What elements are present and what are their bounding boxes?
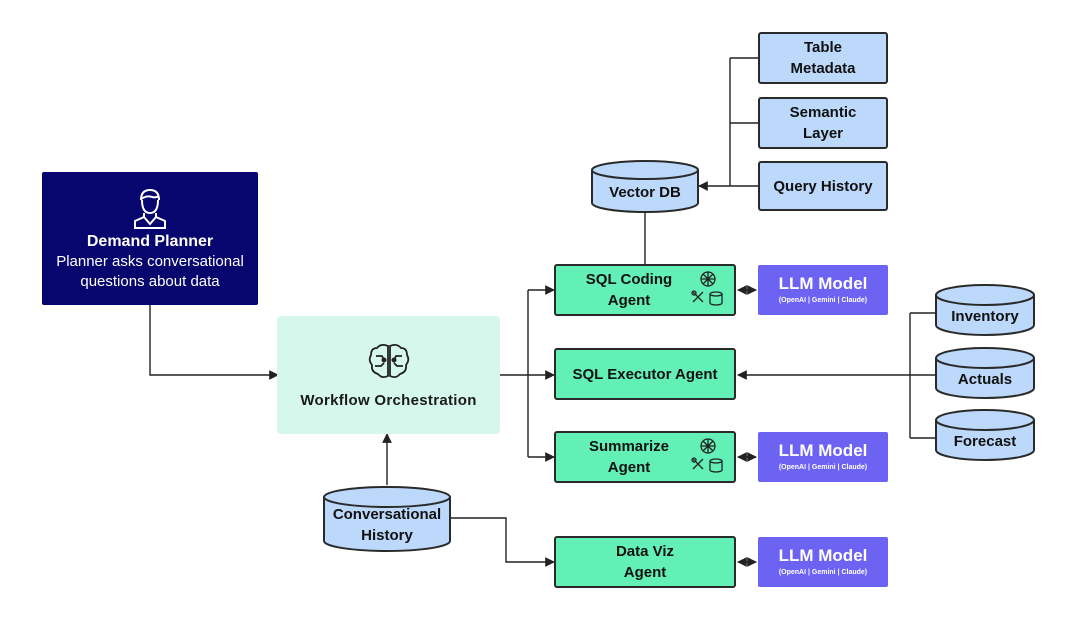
llm-model-title: LLM Model [778,441,868,460]
conversational-history-label: Conversational History [332,506,442,544]
llm-model-providers: (OpenAI | Gemini | Claude) [778,569,868,576]
semantic-layer-label: Semantic Layer [789,104,857,142]
database-icon [709,458,723,473]
gear-brain-icon [700,438,716,454]
llm-model-title: LLM Model [778,274,868,293]
tools-icon [691,290,704,303]
forecast-label: Forecast [953,432,1017,450]
summarize-tools [688,437,728,477]
vector-db-cylinder [591,160,699,213]
inventory-label: Inventory [951,307,1019,325]
person-icon [134,188,166,229]
query-history-label: Query History [773,177,873,195]
vector-db-label: Vector DB [609,183,681,201]
sql-coding-agent-label: SQL Coding Agent [585,271,673,309]
summarize-agent-label: Summarize Agent [588,438,670,476]
semantic-layer-box: Semantic Layer [758,97,888,149]
sql-coding-agent-box: SQL Coding Agent [554,264,736,316]
table-metadata-label: Table Metadata [790,39,856,77]
llm-model-providers: (OpenAI | Gemini | Claude) [778,297,868,304]
query-history-box: Query History [758,161,888,211]
data-viz-agent-box: Data Viz Agent [554,536,736,588]
sql-executor-agent-box: SQL Executor Agent [554,348,736,400]
database-icon [709,291,723,306]
llm-model-box-1: LLM Model (OpenAI | Gemini | Claude) [758,265,888,315]
llm-model-title: LLM Model [778,546,868,565]
workflow-label: Workflow Orchestration [300,391,477,409]
inventory-cylinder [935,284,1035,336]
gear-brain-icon [700,271,716,287]
edge-planner-to-workflow [149,305,279,380]
sql-executor-agent-label: SQL Executor Agent [572,365,718,383]
llm-model-box-3: LLM Model (OpenAI | Gemini | Claude) [758,537,888,587]
brain-circuit-icon [368,343,409,378]
workflow-orchestration-box: Workflow Orchestration [277,316,500,434]
demand-planner-description: Planner asks conversational questions ab… [56,252,244,290]
actuals-cylinder [935,347,1035,399]
tools-icon [691,457,704,470]
edge-history-to-dataviz [450,517,555,567]
summarize-agent-box: Summarize Agent [554,431,736,483]
llm-model-box-2: LLM Model (OpenAI | Gemini | Claude) [758,432,888,482]
data-viz-agent-label: Data Viz Agent [615,543,675,581]
demand-planner-title: Demand Planner [86,232,214,250]
actuals-label: Actuals [957,370,1013,388]
llm-model-providers: (OpenAI | Gemini | Claude) [778,464,868,471]
table-metadata-box: Table Metadata [758,32,888,84]
sql-coding-tools [688,270,728,310]
forecast-cylinder [935,409,1035,461]
demand-planner-box: Demand Planner Planner asks conversation… [42,172,258,305]
conversational-history-cylinder [323,486,451,552]
